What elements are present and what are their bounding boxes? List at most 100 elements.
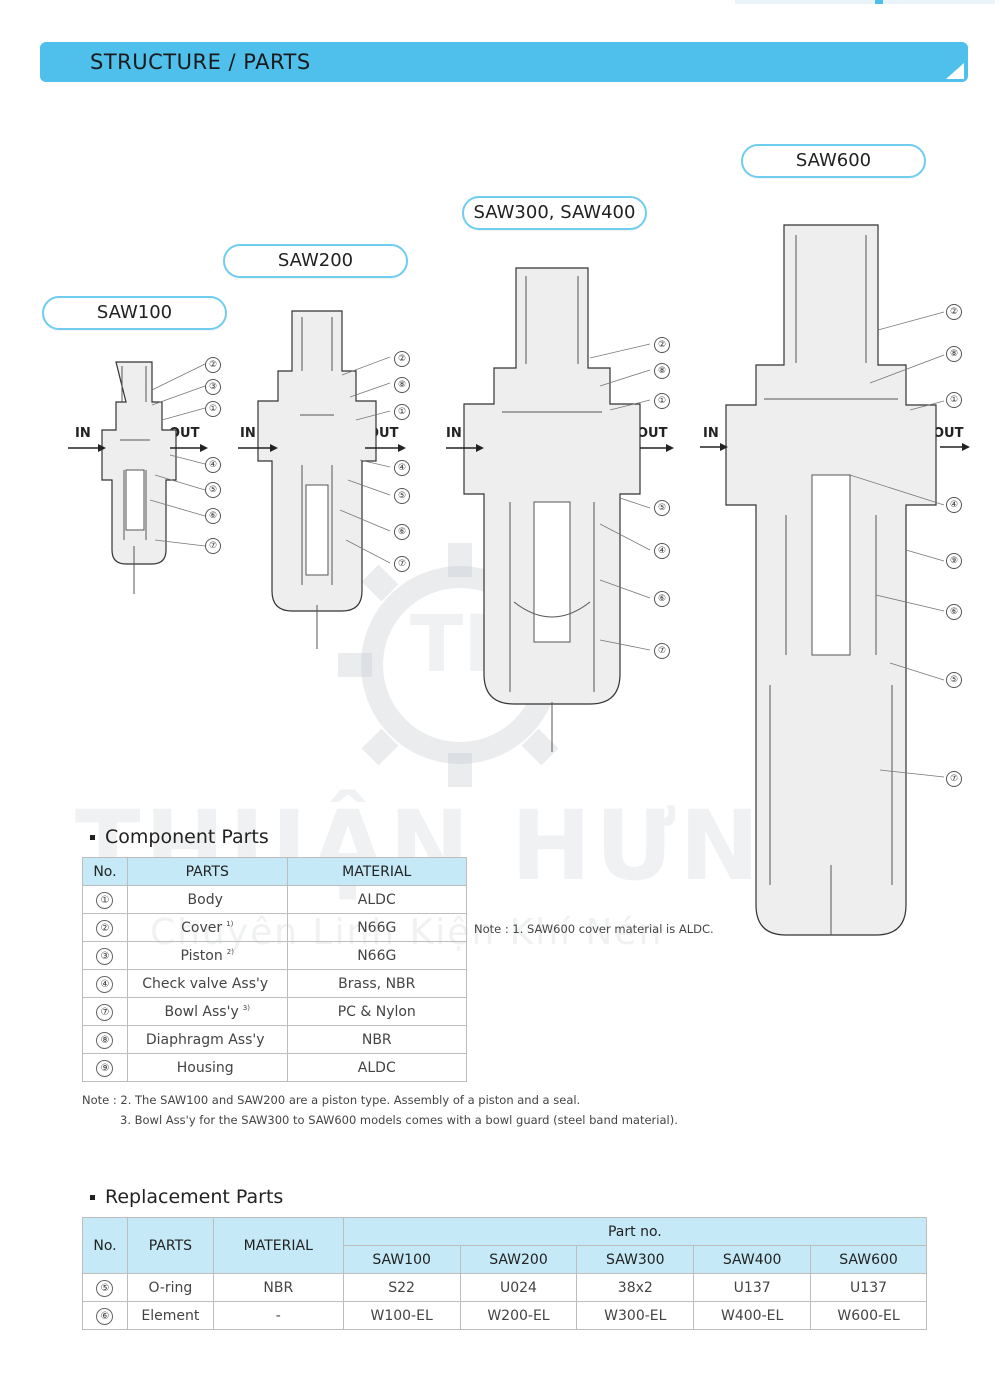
saw300-section-drawing	[446, 267, 674, 752]
page-title: STRUCTURE / PARTS	[90, 50, 311, 74]
part-number: ⑦	[82, 997, 128, 1026]
callout-saw600-6: ⑥	[946, 604, 962, 620]
part-code: W300-EL	[576, 1301, 695, 1330]
part-code: W400-EL	[693, 1301, 812, 1330]
part-material: ALDC	[286, 885, 468, 914]
part-code: U137	[810, 1273, 927, 1302]
model-label-saw200: SAW200	[223, 244, 408, 278]
part-material: NBR	[286, 1025, 468, 1054]
header-parts: PARTS	[126, 1217, 214, 1274]
part-code: U024	[459, 1273, 578, 1302]
part-material: Brass, NBR	[286, 969, 468, 998]
callout-saw200-5: ⑤	[394, 488, 410, 504]
part-name: Housing	[126, 1053, 288, 1082]
part-name: Body	[126, 885, 288, 914]
callout-saw100-7: ⑦	[205, 538, 221, 554]
bullet-icon	[90, 835, 95, 840]
flow-in-label-saw300: IN	[446, 426, 462, 441]
saw600-section-drawing	[700, 224, 970, 936]
model-label-saw600: SAW600	[741, 144, 926, 178]
part-code: 38x2	[576, 1273, 695, 1302]
replacement-parts-title: Replacement Parts	[90, 1186, 283, 1208]
flow-in-label-saw200: IN	[240, 426, 256, 441]
component-side-note: Note : 1. SAW600 cover material is ALDC.	[474, 922, 714, 936]
part-material: PC & Nylon	[286, 997, 468, 1026]
part-number: ⑥	[82, 1301, 128, 1330]
callout-saw600-7: ⑤	[946, 672, 962, 688]
part-number: ③	[82, 941, 128, 970]
part-code: S22	[342, 1273, 461, 1302]
bullet-icon	[90, 1195, 95, 1200]
callout-saw600-8: ⑦	[946, 771, 962, 787]
header-material: MATERIAL	[286, 857, 468, 886]
callout-saw300-3: ①	[654, 393, 670, 409]
part-material: N66G	[286, 913, 468, 942]
part-number: ②	[82, 913, 128, 942]
callout-saw100-6: ⑥	[205, 508, 221, 524]
callout-saw300-2: ⑧	[654, 363, 670, 379]
part-name: O-ring	[126, 1273, 214, 1302]
model-label-saw300: SAW300, SAW400	[462, 196, 647, 230]
callout-saw300-5: ④	[654, 543, 670, 559]
callout-saw100-3: ①	[205, 401, 221, 417]
flow-out-label-saw100: OUT	[169, 426, 200, 441]
part-number: ④	[82, 969, 128, 998]
callout-saw200-7: ⑦	[394, 556, 410, 572]
flow-out-label-saw300: OUT	[637, 426, 668, 441]
saw200-section-drawing	[238, 310, 406, 649]
callout-saw100-2: ③	[205, 379, 221, 395]
header-model: SAW600	[810, 1245, 927, 1274]
callout-saw600-1: ②	[946, 304, 962, 320]
part-code: W200-EL	[459, 1301, 578, 1330]
header-material: MATERIAL	[212, 1217, 344, 1274]
callout-saw600-2: ⑧	[946, 346, 962, 362]
header-model: SAW100	[342, 1245, 461, 1274]
part-number: ⑧	[82, 1025, 128, 1054]
component-note-3: 3. Bowl Ass'y for the SAW300 to SAW600 m…	[120, 1113, 678, 1127]
component-parts-title: Component Parts	[90, 826, 269, 848]
part-code: W100-EL	[342, 1301, 461, 1330]
part-name: Element	[126, 1301, 214, 1330]
part-number: ①	[82, 885, 128, 914]
callout-saw200-1: ②	[394, 351, 410, 367]
callout-saw200-6: ⑥	[394, 524, 410, 540]
part-code: U137	[693, 1273, 812, 1302]
header-model: SAW200	[459, 1245, 578, 1274]
callout-saw300-1: ②	[654, 337, 670, 353]
callout-saw200-2: ⑧	[394, 377, 410, 393]
callout-saw300-6: ⑥	[654, 591, 670, 607]
flow-in-label-saw600: IN	[703, 426, 719, 441]
part-number: ⑨	[82, 1053, 128, 1082]
top-accent-line	[735, 0, 995, 4]
callout-saw200-4: ④	[394, 460, 410, 476]
part-material: -	[212, 1301, 344, 1330]
flow-in-label-saw100: IN	[75, 426, 91, 441]
table-header-row: No. PARTS MATERIAL Part no.	[82, 1217, 928, 1274]
callout-saw300-7: ⑦	[654, 643, 670, 659]
header-parts: PARTS	[126, 857, 288, 886]
header-model: SAW300	[576, 1245, 695, 1274]
part-name: Check valve Ass'y	[126, 969, 288, 998]
part-code: W600-EL	[810, 1301, 927, 1330]
callout-saw600-4: ④	[946, 497, 962, 513]
callout-saw200-3: ①	[394, 404, 410, 420]
callout-saw100-1: ②	[205, 357, 221, 373]
header-no: No.	[82, 857, 128, 886]
table-header-row: No. PARTS MATERIAL	[82, 857, 468, 886]
callout-saw600-3: ①	[946, 392, 962, 408]
part-number: ⑤	[82, 1273, 128, 1302]
header-no: No.	[82, 1217, 128, 1274]
callout-saw100-4: ④	[205, 457, 221, 473]
